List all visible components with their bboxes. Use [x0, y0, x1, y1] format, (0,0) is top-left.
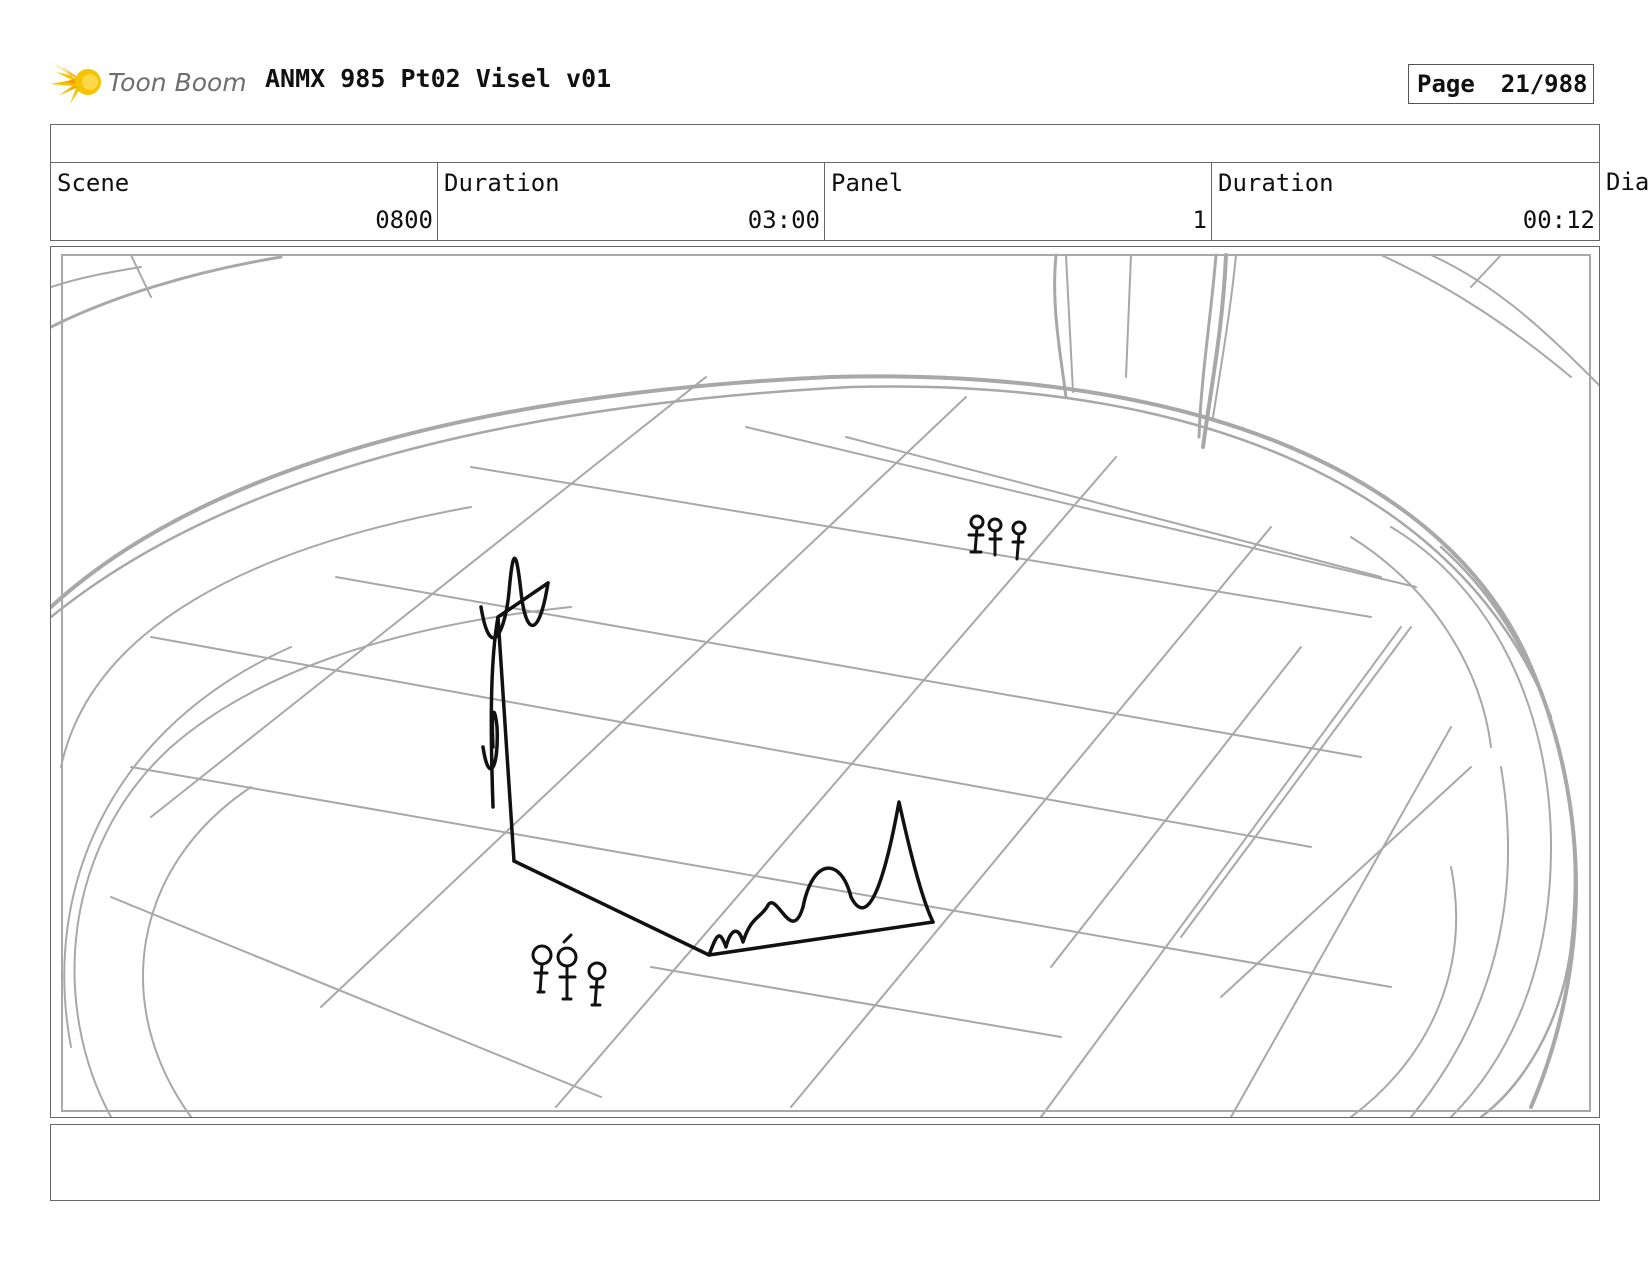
page-header: Toon Boom ANMX 985 Pt02 Visel v01 Page 2…	[50, 52, 1600, 112]
arena-sketch	[51, 253, 1599, 1117]
toon-boom-burst-icon	[50, 62, 101, 104]
panel-duration-label: Duration	[1218, 169, 1334, 197]
page-label: Page	[1417, 70, 1475, 98]
panel-sketch	[51, 253, 1599, 1117]
storyboard-panel	[50, 246, 1600, 1118]
scene-label: Scene	[57, 169, 130, 197]
scene-duration-label: Duration	[444, 169, 560, 197]
page-indicator: Page 21/988	[1408, 64, 1594, 104]
panel-value: 1	[1192, 206, 1207, 234]
page-number: 21/988	[1500, 70, 1588, 98]
dialogue-box	[50, 1124, 1600, 1201]
scene-value: 0800	[375, 206, 433, 234]
safe-frame	[61, 254, 1591, 1112]
logo-wordmark: Toon Boom	[108, 68, 247, 97]
dialogue-label: Dia	[1606, 168, 1650, 196]
caption-strip	[50, 124, 1600, 163]
panel-duration-value: 00:12	[1522, 206, 1595, 234]
panel-duration-cell: Duration 00:12	[1212, 163, 1599, 240]
ridge-ink-drawing	[479, 556, 935, 957]
scene-duration-cell: Duration 03:00	[438, 163, 825, 240]
scene-info-row: Scene 0800 Duration 03:00 Panel 1 Durati…	[50, 162, 1600, 241]
panel-cell: Panel 1	[825, 163, 1212, 240]
scene-cell: Scene 0800	[51, 163, 438, 240]
scene-duration-value: 03:00	[747, 206, 820, 234]
panel-label: Panel	[831, 169, 904, 197]
figures-front-group	[531, 933, 607, 1007]
figures-back-group	[967, 514, 1027, 561]
toon-boom-logo: Toon Boom	[50, 56, 255, 108]
document-title: ANMX 985 Pt02 Visel v01	[265, 64, 612, 93]
